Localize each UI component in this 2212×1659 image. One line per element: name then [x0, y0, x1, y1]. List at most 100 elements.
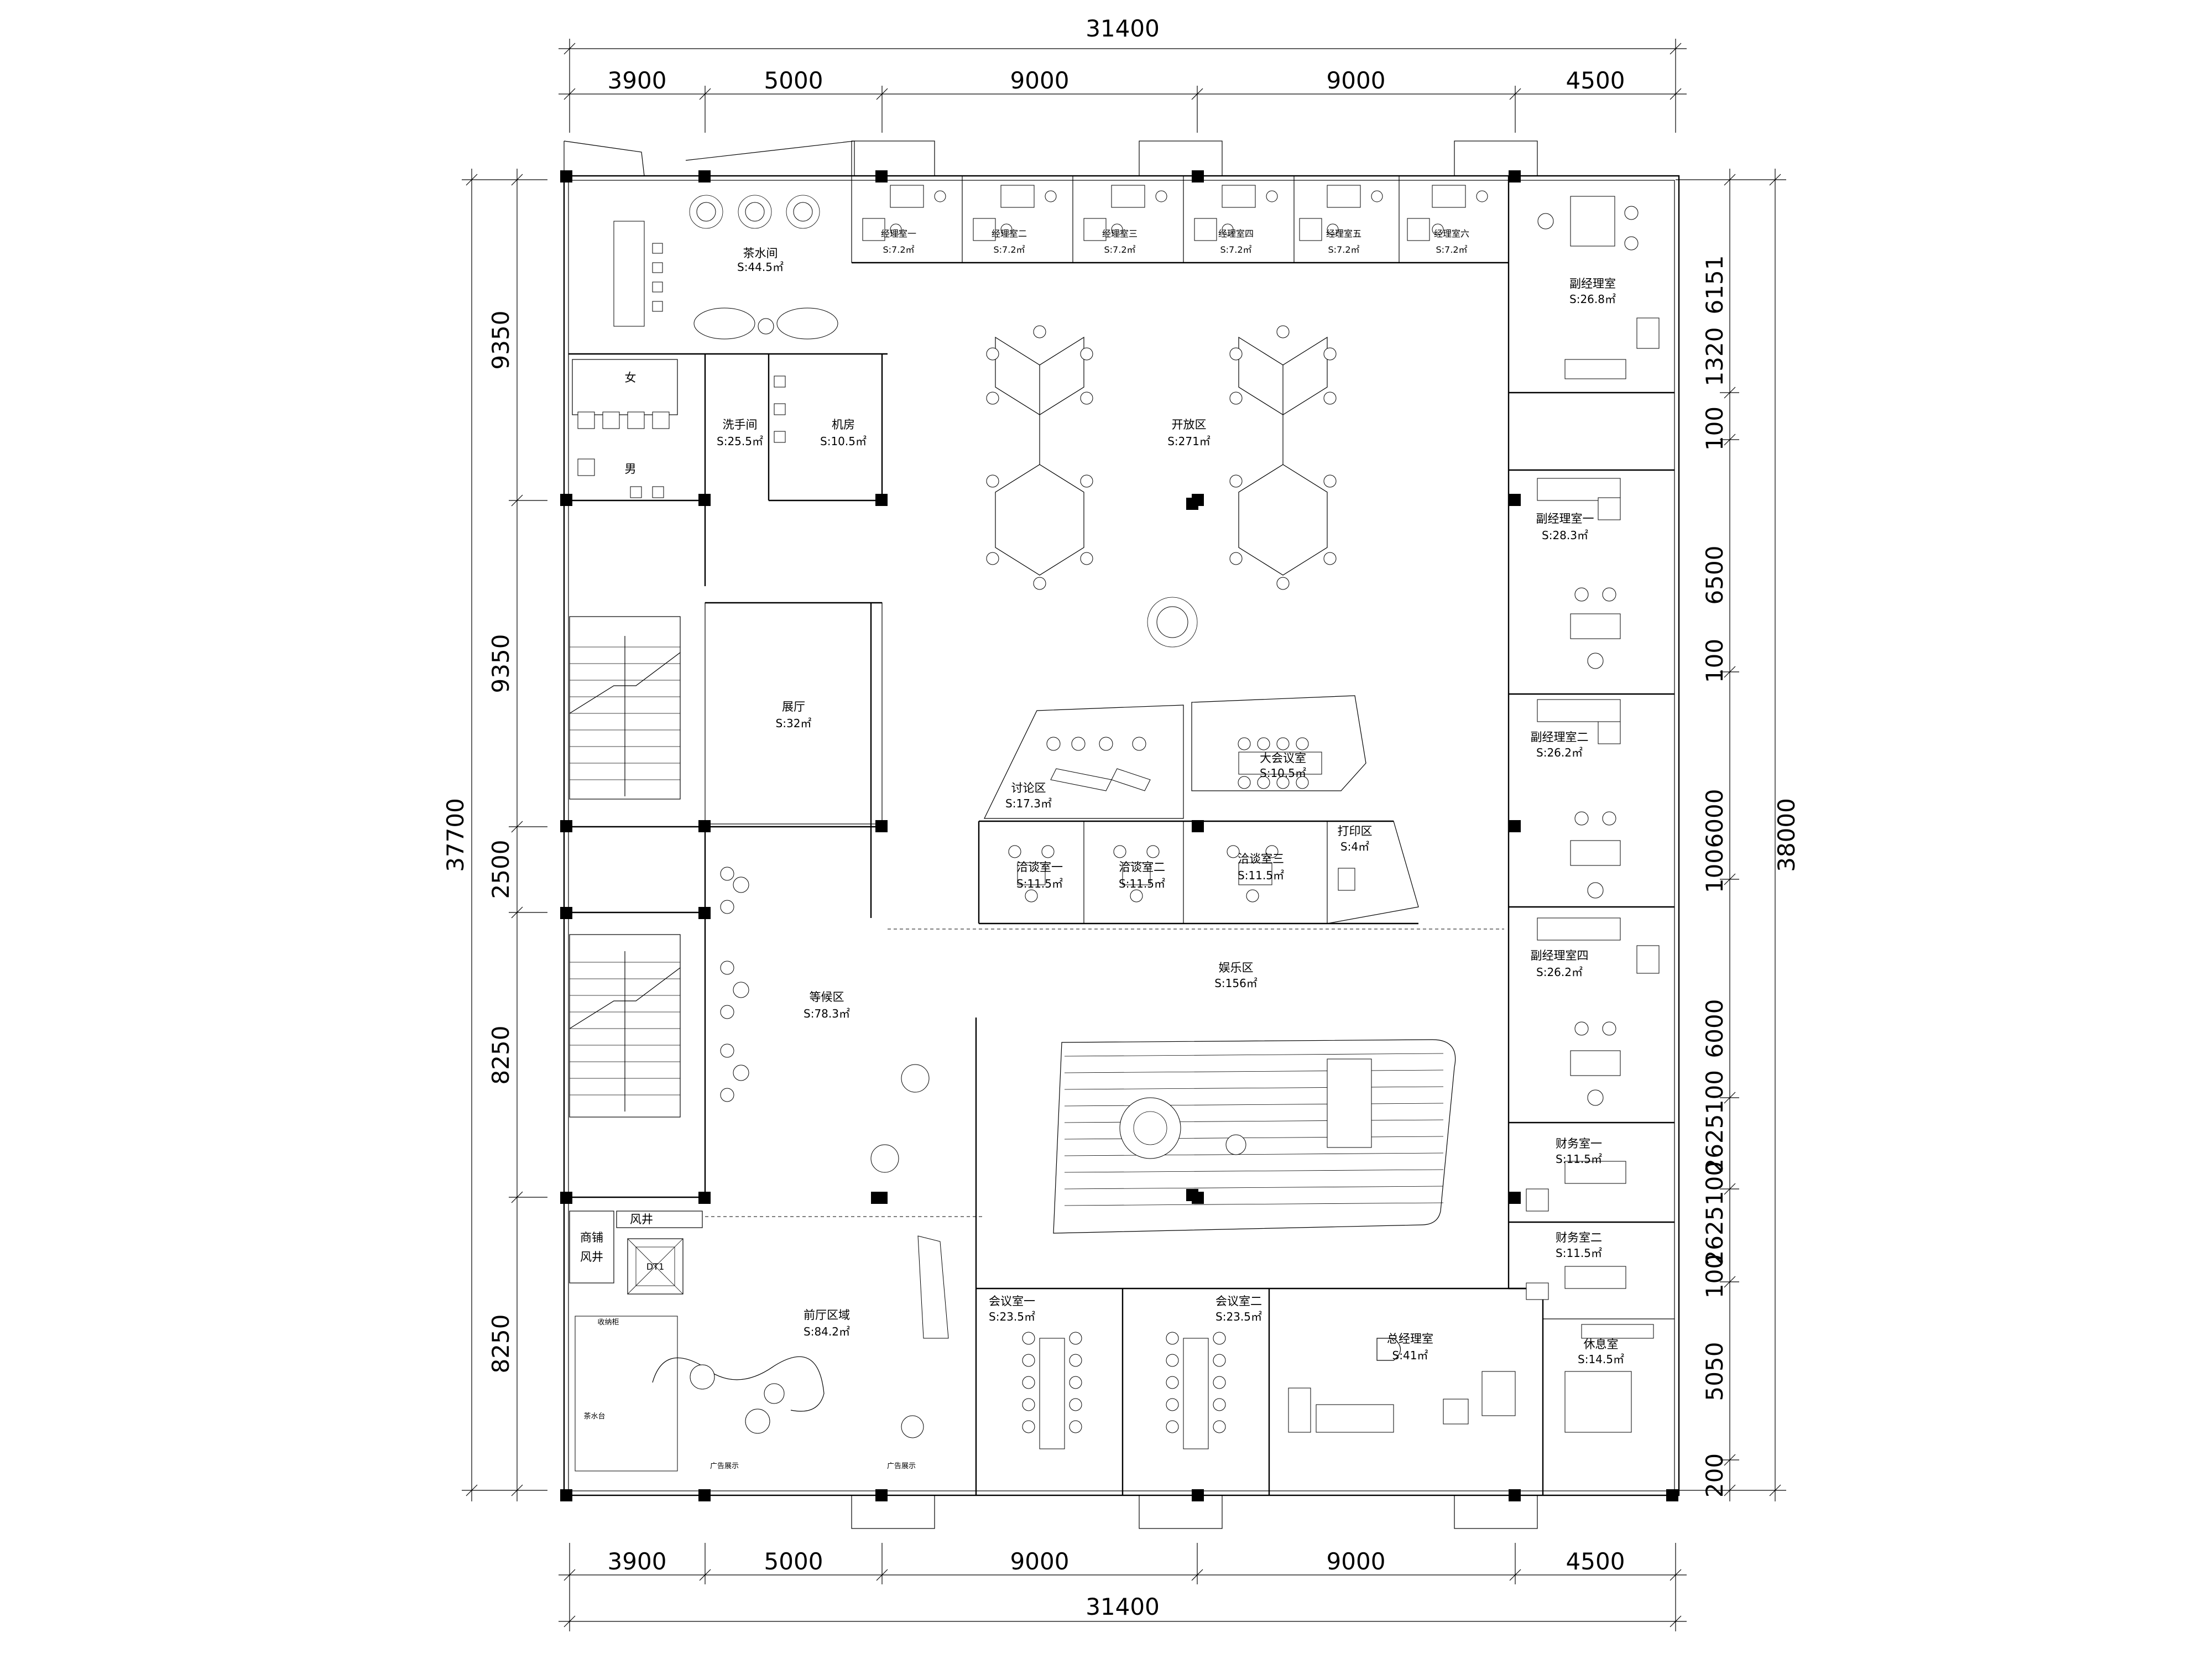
room-area: S:271㎡ [1167, 435, 1211, 448]
deputy-office-furniture [1526, 196, 1660, 1300]
room-area: S:17.3㎡ [1005, 797, 1052, 810]
dim-right-seg: 100 [1701, 1254, 1728, 1298]
dim-right-seg: 100 [1701, 639, 1728, 683]
room-area: S:11.5㎡ [1238, 869, 1284, 882]
dimension-top: 31400 3900 5000 9000 9000 4500 [559, 15, 1687, 133]
dim-right-seg: 100 [1701, 1161, 1728, 1206]
room-area: S:28.3㎡ [1542, 529, 1588, 542]
room-area: S:7.2㎡ [1328, 244, 1360, 255]
stairs-upper [569, 616, 681, 800]
dim-top-seg: 5000 [764, 67, 823, 94]
display-label: 广告展示 [887, 1462, 916, 1470]
elevator-shaft-block [569, 1211, 703, 1295]
room-name: 副经理室 [1569, 277, 1616, 290]
room-name: 风井 [630, 1213, 653, 1226]
room-name: 前厅区域 [804, 1308, 850, 1322]
room-name: 大会议室 [1260, 752, 1306, 765]
room-area: S:11.5㎡ [1119, 877, 1165, 890]
room-area: S:4㎡ [1340, 840, 1369, 853]
room-name: 洗手间 [723, 418, 758, 431]
room-name: 会议室一 [989, 1295, 1035, 1308]
room-name: 展厅 [782, 700, 805, 713]
room-name: 经理室二 [992, 228, 1027, 239]
room-name: 茶水间 [743, 247, 778, 260]
dim-right-seg: 1320 [1701, 327, 1728, 387]
room-name: 副经理室一 [1536, 512, 1594, 525]
room-name: 财务室一 [1556, 1137, 1602, 1150]
room-area: S:7.2㎡ [994, 244, 1025, 255]
room-name: 娱乐区 [1219, 961, 1254, 974]
storage-label: 收纳柜 [597, 1318, 619, 1327]
room-name: 会议室二 [1215, 1295, 1262, 1308]
dim-right-seg: 6151 [1701, 255, 1728, 315]
room-name: 休息室 [1584, 1338, 1619, 1351]
dim-right-seg: 6500 [1701, 546, 1728, 605]
room-area: S:23.5㎡ [989, 1310, 1035, 1323]
tea-counter-label: 茶水台 [583, 1412, 605, 1421]
room-labels: 茶水间 S:44.5㎡ 经理室一 S:7.2㎡ 经理室二 S:7.2㎡ 经理室三… [580, 228, 1624, 1470]
dim-right-seg: 5050 [1701, 1342, 1728, 1401]
dim-bottom-seg: 4500 [1566, 1548, 1625, 1575]
dim-top-seg: 3900 [608, 67, 667, 94]
room-name: 洽谈室二 [1119, 860, 1165, 874]
dimension-left: 37700 9350 9350 2500 8250 8250 [442, 169, 547, 1501]
dim-right-seg: 2625 [1701, 1114, 1728, 1173]
label-tea-room: 茶水间 S:44.5㎡ [737, 247, 784, 274]
room-area: S:7.2㎡ [1436, 244, 1468, 255]
room-area: S:26.2㎡ [1536, 966, 1583, 979]
room-name: 副经理室四 [1531, 949, 1589, 962]
room-name: 商铺 [580, 1231, 603, 1244]
stairs-lower [569, 934, 681, 1118]
room-area: S:44.5㎡ [737, 260, 784, 274]
room-area: S:11.5㎡ [1556, 1246, 1602, 1260]
dim-bottom-seg: 9000 [1010, 1548, 1070, 1575]
room-name: 总经理室 [1387, 1332, 1433, 1345]
structural-columns [560, 170, 1678, 1501]
room-area: S:25.5㎡ [717, 435, 763, 448]
room-name: 经理室五 [1326, 228, 1361, 239]
room-area: S:11.5㎡ [1016, 877, 1063, 890]
room-name: 女 [625, 371, 637, 384]
room-area: S:26.2㎡ [1536, 746, 1583, 759]
dim-right-seg: 100 [1701, 1070, 1728, 1114]
room-name: 机房 [832, 418, 855, 431]
room-area: S:84.2㎡ [804, 1325, 850, 1338]
dimension-bottom: 3900 5000 9000 9000 4500 31400 [559, 1543, 1687, 1631]
dim-bottom-seg: 3900 [608, 1548, 667, 1575]
room-name: 开放区 [1172, 418, 1207, 431]
room-area: S:10.5㎡ [1260, 766, 1306, 780]
room-area: S:41㎡ [1392, 1349, 1428, 1362]
discussion-meeting-furniture [1008, 737, 1355, 902]
room-area: S:156㎡ [1214, 977, 1258, 990]
room-name: 风井 [580, 1250, 603, 1264]
dim-top-total: 31400 [1086, 15, 1160, 42]
room-area: S:32㎡ [776, 717, 812, 730]
dim-bottom-seg: 5000 [764, 1548, 823, 1575]
dim-top-seg: 9000 [1327, 67, 1386, 94]
room-name: 讨论区 [1011, 781, 1046, 795]
dim-right-seg: 2625 [1701, 1206, 1728, 1265]
manager-office-furniture [862, 185, 1488, 241]
dimension-right: 38000 6151 1320 100 6500 100 6000 100 60… [1676, 169, 1800, 1501]
room-name: 经理室四 [1218, 228, 1254, 239]
interior-walls [568, 176, 1674, 1495]
elevator-label: DT1 [646, 1261, 664, 1272]
room-name: 等候区 [810, 990, 844, 1004]
room-area: S:23.5㎡ [1215, 1310, 1262, 1323]
room-name: 男 [625, 462, 637, 476]
dim-bottom-total: 31400 [1086, 1593, 1160, 1620]
tea-room-furniture [613, 195, 838, 340]
room-name: 经理室六 [1434, 228, 1469, 239]
room-area: S:26.8㎡ [1569, 293, 1616, 306]
room-area: S:7.2㎡ [1220, 244, 1252, 255]
dim-right-seg: 200 [1701, 1453, 1728, 1498]
room-area: S:78.3㎡ [804, 1007, 850, 1020]
open-area-workstations [986, 325, 1337, 648]
dim-left-seg: 9350 [487, 311, 514, 370]
room-area: S:7.2㎡ [1104, 244, 1136, 255]
dim-bottom-seg: 9000 [1327, 1548, 1386, 1575]
room-area: S:14.5㎡ [1578, 1353, 1624, 1366]
room-area: S:7.2㎡ [883, 244, 915, 255]
room-name: 财务室二 [1556, 1231, 1602, 1244]
